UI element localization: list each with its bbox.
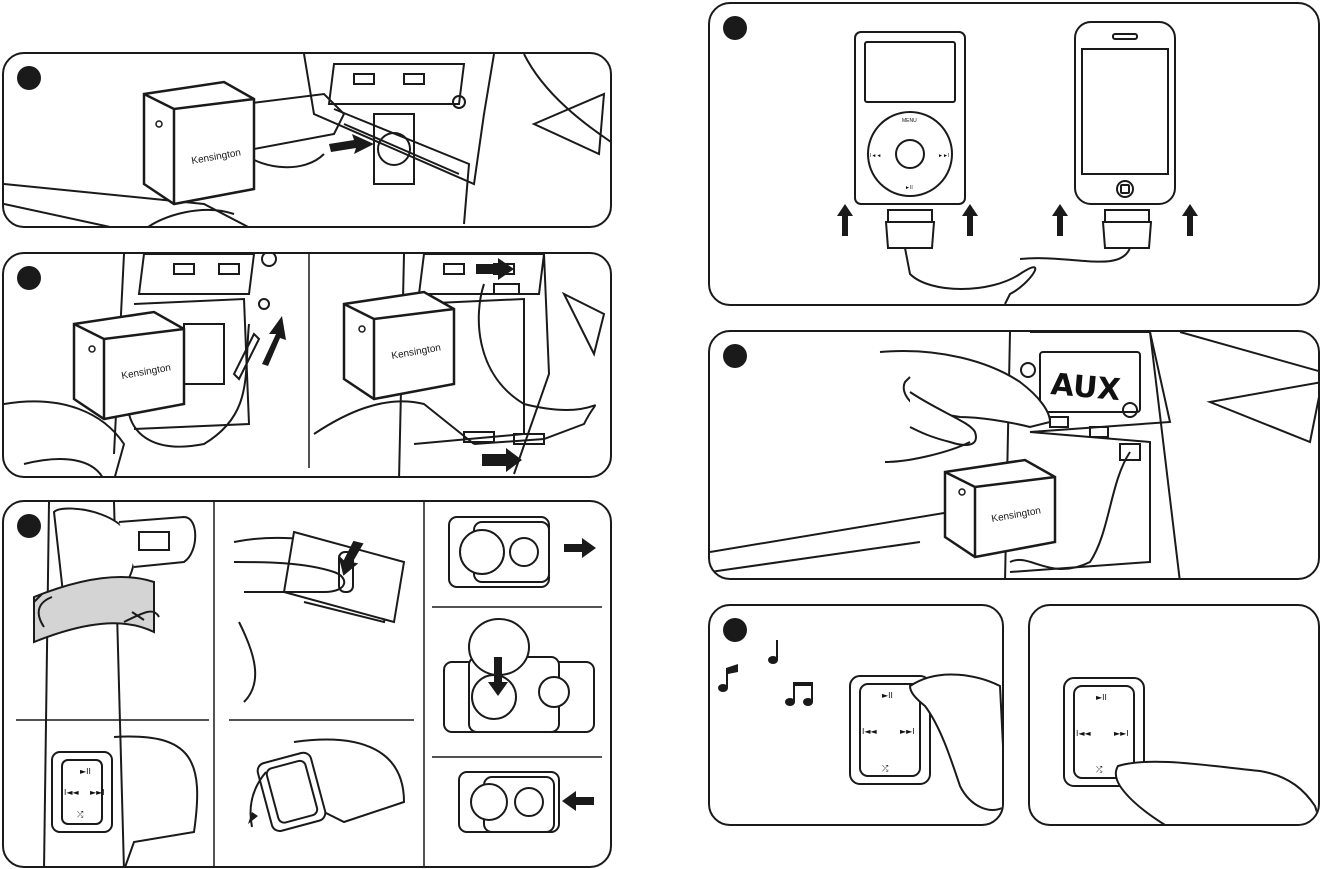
arrow-icon: [564, 538, 596, 558]
step-5-panel: AUX Kensington: [708, 330, 1320, 580]
step-2-panel: Kensington Kensington: [2, 252, 612, 478]
next-icon: ►►I: [90, 788, 105, 797]
step-6-illustration: ►II I◄◄ ►►I ⤮: [710, 606, 1004, 826]
step-3-panel: ►II I◄◄ ►►I ⤮: [2, 500, 612, 868]
previous-icon: I◄◄: [1076, 729, 1092, 738]
step-5-illustration: AUX Kensington: [710, 332, 1320, 580]
previous-icon: I◄◄: [862, 727, 878, 736]
step-1-illustration: Kensington: [4, 54, 612, 228]
arrow-icon: [262, 316, 286, 366]
next-icon: ►►I: [1114, 729, 1129, 738]
step-4-illustration: MENU I◄◄ ►►I ►II: [710, 4, 1320, 306]
ipod-menu-label: MENU: [902, 118, 917, 124]
step-6-panel: ►II I◄◄ ►►I ⤮: [708, 604, 1004, 826]
shuffle-icon: ⤮: [77, 810, 84, 819]
step-2-illustration: Kensington Kensington: [4, 254, 612, 478]
step-3-illustration: ►II I◄◄ ►►I ⤮: [4, 502, 612, 868]
next-icon: ►►I: [900, 727, 915, 736]
play-pause-icon: ►II: [1096, 693, 1107, 702]
iphone-device: [1075, 22, 1175, 204]
music-note-icon: [718, 640, 813, 706]
arrow-icon: [248, 812, 258, 824]
arrow-icon: [562, 791, 594, 811]
svg-text:►►I: ►►I: [938, 153, 949, 159]
finger-icon: [880, 351, 1050, 462]
play-pause-icon: ►II: [882, 691, 893, 700]
step-7-illustration: ►II I◄◄ ►►I ⤮: [1030, 606, 1320, 826]
remote-rotate: [250, 740, 404, 833]
remote-insert-illustration: [234, 532, 404, 702]
svg-text:►II: ►II: [905, 185, 913, 191]
svg-text:I◄◄: I◄◄: [870, 153, 881, 159]
aux-display: AUX: [1049, 367, 1122, 408]
charger-cube: [144, 82, 254, 204]
step-7-panel: ►II I◄◄ ►►I ⤮: [1028, 604, 1320, 826]
step-4-panel: MENU I◄◄ ►►I ►II: [708, 2, 1320, 306]
step-1-panel: Kensington: [2, 52, 612, 228]
shuffle-icon: ⤮: [882, 764, 889, 773]
previous-icon: I◄◄: [64, 788, 80, 797]
remote-holder-steps: [444, 517, 594, 832]
remote-on-strap: [52, 736, 197, 868]
shuffle-icon: ⤮: [1096, 765, 1103, 774]
play-pause-icon: ►II: [80, 767, 91, 776]
arrow-icon: [476, 258, 514, 280]
finger-icon: [1116, 762, 1320, 826]
